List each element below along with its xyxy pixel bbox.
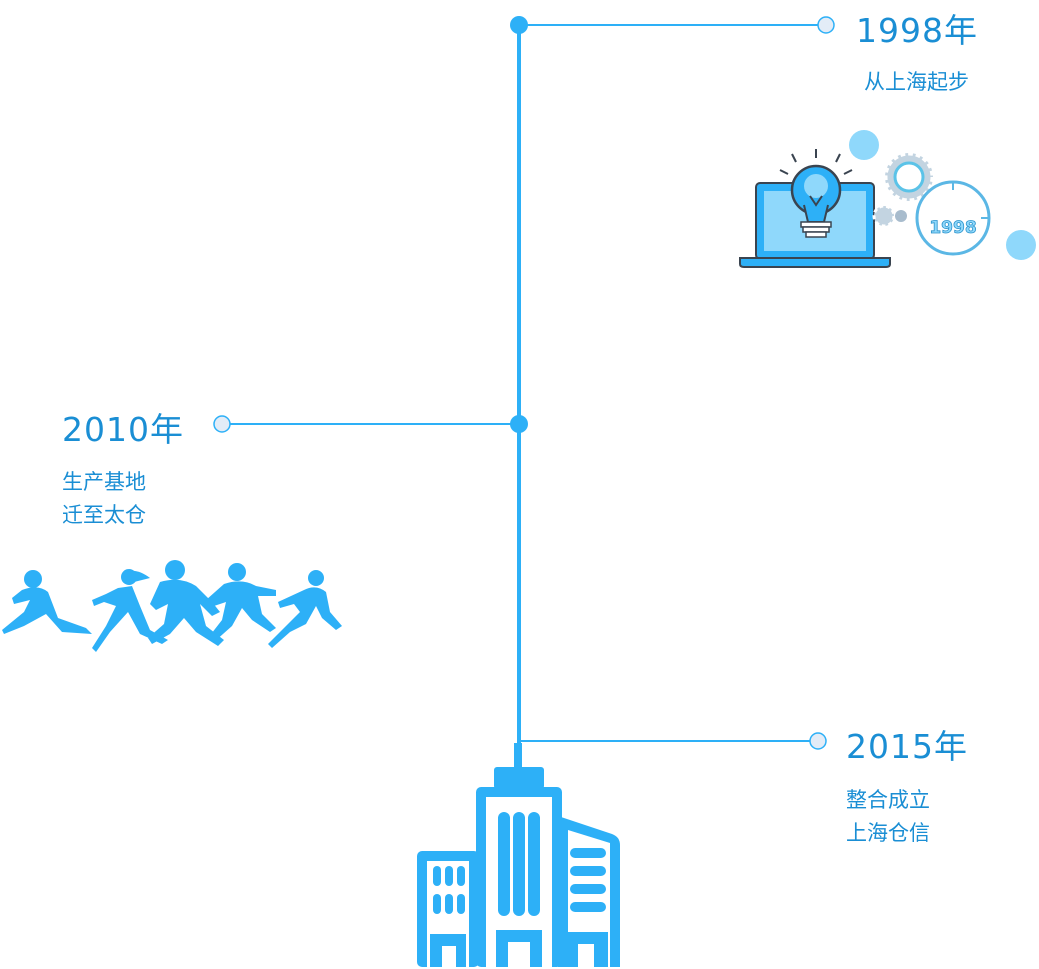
event-year-2010: 2010年 — [62, 410, 184, 449]
event-desc-1998: 从上海起步 — [864, 66, 969, 99]
node-2010 — [213, 415, 231, 433]
small-gear-icon — [872, 204, 907, 228]
event-desc-line: 迁至太仓 — [62, 503, 146, 527]
runner-2-icon — [92, 569, 168, 652]
year-badge-text: 1998 — [929, 218, 976, 238]
timeline-dot-2010 — [510, 415, 528, 433]
event-year-1998: 1998年 — [856, 11, 978, 50]
runner-3-icon — [148, 560, 224, 646]
runner-1-icon — [2, 570, 92, 634]
laptop-lightbulb-gears-icon: 1998 — [739, 130, 1036, 268]
event-year-2015: 2015年 — [846, 727, 968, 766]
event-desc-2015: 整合成立 上海仓信 — [846, 784, 930, 850]
event-desc-line: 从上海起步 — [864, 70, 969, 94]
timeline-dot-1998 — [510, 16, 528, 34]
office-building-icon — [417, 743, 620, 967]
node-2015 — [809, 732, 827, 750]
event-desc-2010: 生产基地 迁至太仓 — [62, 466, 146, 532]
gear-icon — [882, 150, 936, 204]
event-desc-line: 整合成立 — [846, 788, 930, 812]
event-desc-line: 生产基地 — [62, 470, 146, 494]
runner-4-icon — [206, 563, 276, 642]
running-people-icon — [2, 560, 342, 652]
runner-5-icon — [268, 570, 342, 648]
event-desc-line: 上海仓信 — [846, 821, 930, 845]
node-1998 — [817, 16, 835, 34]
